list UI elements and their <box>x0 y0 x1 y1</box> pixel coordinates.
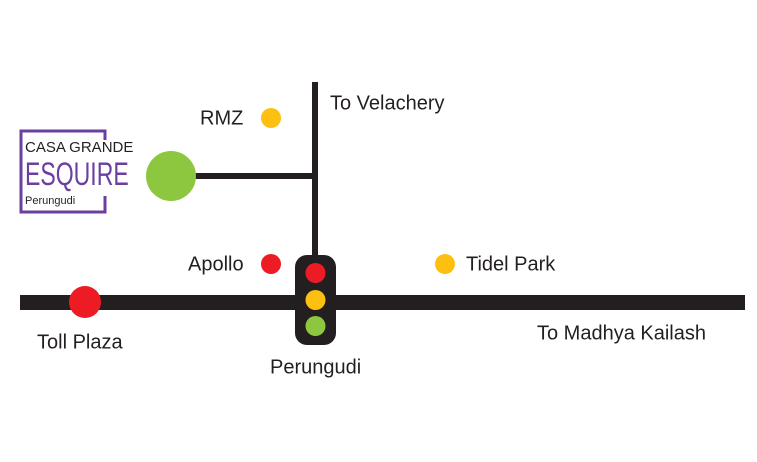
label-perungudi: Perungudi <box>270 356 361 378</box>
logo-line1: CASA GRANDE <box>25 139 134 156</box>
traffic-light-yellow <box>305 290 326 310</box>
toll-plaza-marker <box>69 286 101 318</box>
logo-line2: ESQUIRE <box>25 156 129 192</box>
label-to-velachery: To Velachery <box>330 92 445 114</box>
label-to-madhya-kailash: To Madhya Kailash <box>537 322 706 344</box>
traffic-light-green <box>305 316 326 336</box>
rmz-marker <box>261 108 281 128</box>
traffic-light-icon <box>295 255 336 345</box>
casa-grande-marker <box>146 151 196 201</box>
logo-line3: Perungudi <box>25 195 76 207</box>
road-velachery <box>312 82 318 262</box>
road-main <box>20 295 745 310</box>
label-tidel-park: Tidel Park <box>466 253 556 275</box>
label-apollo: Apollo <box>188 253 244 275</box>
apollo-marker <box>261 254 281 274</box>
traffic-light-red <box>305 263 326 283</box>
label-rmz: RMZ <box>200 107 243 129</box>
road-branch <box>190 173 316 179</box>
label-toll-plaza: Toll Plaza <box>37 331 123 353</box>
tidel-park-marker <box>435 254 455 274</box>
logo-frame <box>19 129 107 214</box>
